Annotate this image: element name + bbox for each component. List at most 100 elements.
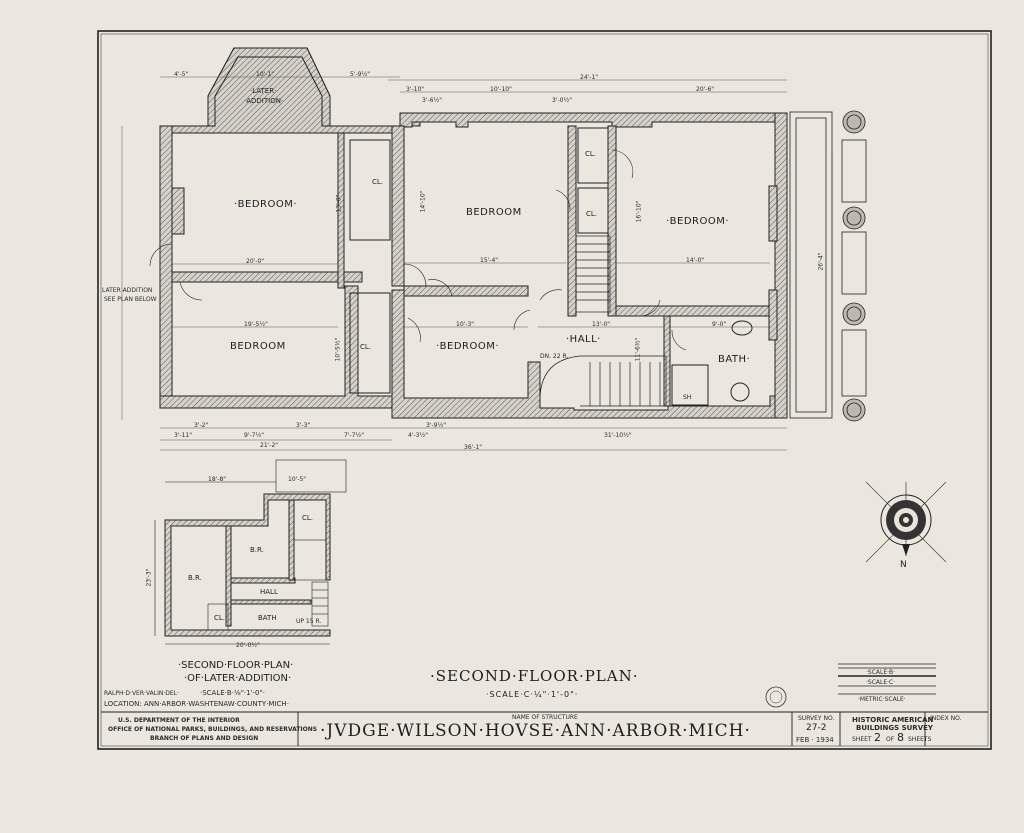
- structure-name: ·JVDGE·WILSON·HOVSE·ANN·ARBOR·MICH·: [320, 721, 751, 741]
- dim-top-window-2: 3'-0½": [552, 97, 573, 104]
- wall-east: [774, 112, 788, 419]
- later-room-hall: HALL: [260, 588, 278, 596]
- bath-fixture-toilet: [730, 382, 750, 402]
- bath-fixture-basin: [731, 320, 753, 336]
- dim-bottom-window-3: 3'-9½": [426, 422, 447, 429]
- later-title-line-2: ·OF·LATER·ADDITION·: [184, 673, 292, 684]
- dim-top-mid-1: 3'-10": [406, 86, 425, 93]
- wall-north: [399, 112, 788, 128]
- info-scale: ·SCALE·B·⅛"·1'-0"·: [200, 689, 265, 697]
- dim-bottom-1: 3'-11": [174, 432, 193, 439]
- dim-bottom-total: 36'-1": [464, 444, 483, 451]
- main-floor-plan: [159, 47, 788, 419]
- outer-border: [97, 30, 992, 750]
- niche-east-1: [768, 185, 778, 242]
- room-label-closet-1: CL.: [372, 178, 384, 186]
- room-label-bedroom-ne: ·BEDROOM·: [666, 216, 730, 227]
- partition-1: [337, 132, 345, 289]
- dept-line-3: BRANCH OF PLANS AND DESIGN: [150, 735, 259, 742]
- dim-bath-width: 9'-0": [712, 321, 727, 328]
- scale-bars: [838, 663, 936, 695]
- closet-outline-3: [577, 127, 609, 184]
- wall-bay: [207, 47, 331, 127]
- later-room-cl-1: CL.: [302, 514, 314, 522]
- dept-line-1: U.S. DEPARTMENT OF THE INTERIOR: [118, 717, 240, 724]
- bath-fixture-tub: [671, 364, 709, 406]
- later-room-bath: BATH: [258, 614, 277, 622]
- wall-south: [159, 285, 393, 409]
- sheet-of: OF: [886, 736, 895, 743]
- east-porch: [789, 110, 867, 422]
- later-wall-outer: [164, 493, 331, 637]
- partition-4: [567, 125, 577, 317]
- habs-line-2: BUILDINGS SURVEY: [856, 724, 933, 732]
- scale-label-b: ·SCALE·B·: [866, 669, 896, 676]
- location-line: LOCATION: ANN·ARBOR·WASHTENAW·COUNTY·MIC…: [104, 700, 289, 708]
- main-title: ·SECOND·FLOOR·PLAN·: [430, 667, 639, 685]
- niche-east-2: [768, 289, 778, 341]
- later-partition-1: [225, 525, 232, 627]
- dim-top-left-1: 4'-5": [174, 71, 189, 78]
- side-note-line-2: SEE PLAN BELOW: [104, 296, 157, 303]
- sheet-prefix: SHEET: [852, 736, 872, 743]
- later-title-line-1: ·SECOND·FLOOR·PLAN·: [178, 660, 294, 671]
- later-stair-note: UP 15 R.: [296, 618, 322, 625]
- room-label-bedroom-s-center: ·BEDROOM·: [436, 341, 500, 352]
- scale-label-c: ·SCALE·C·: [866, 679, 896, 686]
- later-room-cl-2: CL.: [214, 614, 226, 622]
- room-label-closet-2: CL.: [360, 343, 372, 351]
- side-note-line-1: LATER ADDITION: [102, 287, 153, 294]
- later-plan-lines: [154, 459, 347, 645]
- later-partition-3: [288, 499, 295, 581]
- dim-bottom-3: 7'-7½": [344, 432, 365, 439]
- shower-label: SH: [683, 394, 692, 401]
- later-dim-bottom: 20'-0½": [236, 642, 260, 649]
- dim-n-center-width: 15'-4": [480, 257, 499, 264]
- north-arrow-icon: [866, 481, 946, 563]
- dim-top-right-total: 24'-1": [580, 74, 599, 81]
- dim-bottom-5: 31'-10½": [604, 432, 632, 439]
- dim-bottom-left-total: 21'-2": [260, 442, 279, 449]
- scale-label-metric: ·METRIC·SCALE·: [858, 696, 906, 703]
- survey-date: FEB · 1934: [796, 736, 834, 744]
- dim-top-window-1: 3'-6½": [422, 97, 443, 104]
- survey-number: 27-2: [806, 723, 827, 733]
- dim-vertical-4: 16'-10": [635, 200, 643, 223]
- door-swings: [149, 149, 687, 351]
- room-label-bedroom-nw: ·BEDROOM·: [234, 199, 298, 210]
- dim-bottom-4: 4'-3½": [408, 432, 429, 439]
- structure-name-label: NAME OF STRUCTURE: [512, 714, 578, 721]
- dim-ne-width: 14'-0": [686, 257, 705, 264]
- wall-west-wing: [159, 47, 421, 185]
- partition-6: [615, 305, 777, 317]
- dim-top-left-2: 10'-1": [256, 71, 275, 78]
- stamp-seal: [765, 686, 787, 708]
- closet-outline-1: [349, 139, 391, 241]
- room-label-bath: BATH·: [718, 354, 751, 365]
- dept-line-2: OFFICE OF NATIONAL PARKS, BUILDINGS, AND…: [108, 726, 318, 733]
- sheet-suffix: SHEETS: [908, 736, 932, 743]
- partition-3: [403, 285, 529, 297]
- inner-border: [100, 33, 989, 747]
- dim-bottom-window-2: 3'-3": [296, 422, 311, 429]
- dim-top-left-3: 5'-9½": [350, 71, 371, 78]
- niche-west: [171, 187, 185, 235]
- later-dim-left: 23'-3": [145, 568, 153, 587]
- sheet-total: 8: [897, 731, 904, 744]
- dim-vertical-2: 14'-10": [419, 190, 427, 213]
- north-label: N: [900, 560, 907, 570]
- room-label-bedroom-sw: BEDROOM: [230, 341, 286, 352]
- dim-vertical-1: 13'-0": [335, 194, 343, 213]
- later-partition-4: [230, 599, 312, 605]
- index-label: INDEX NO.: [930, 715, 962, 722]
- habs-line-1: HISTORIC AMERICAN: [852, 716, 934, 724]
- later-room-br-2: B.R.: [250, 546, 264, 554]
- dim-vertical-3: 10'-5½": [334, 337, 342, 362]
- dim-top-mid-3: 20'-6": [696, 86, 715, 93]
- dim-hall-width: 13'-0": [592, 321, 611, 328]
- room-label-hall: ·HALL·: [566, 334, 601, 345]
- dim-s-center-width: 10'-3": [456, 321, 475, 328]
- partition-7: [663, 315, 671, 407]
- title-block-lines: [101, 711, 988, 746]
